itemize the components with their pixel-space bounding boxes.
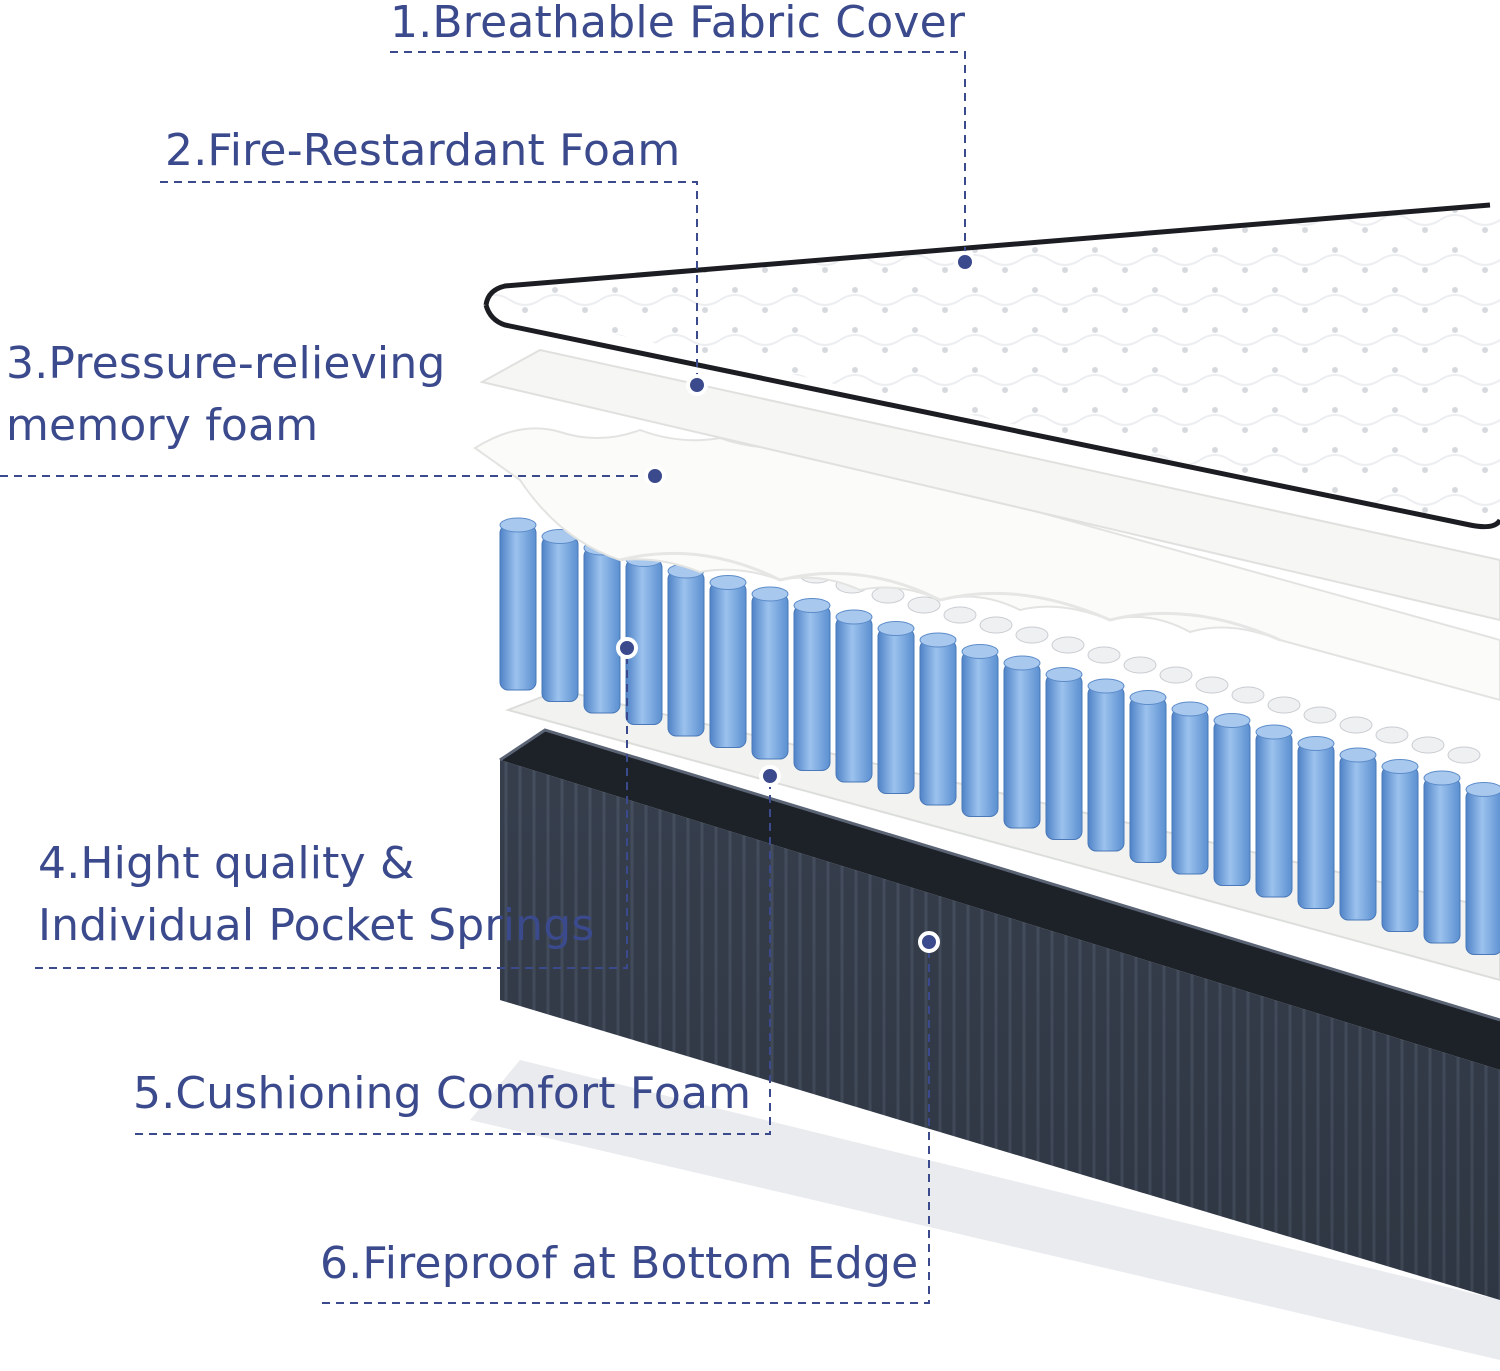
pocket-spring [1045,667,1083,840]
leader-line-4 [35,648,628,969]
pocket-spring [709,575,747,748]
pocket-spring [877,621,915,794]
spring-top [907,596,941,614]
callout-label-1: 1.Breathable Fabric Cover [390,0,965,54]
callout-dot-5 [759,765,781,787]
spring-top [1195,676,1229,694]
fire-retardant-foam-layer [479,348,1500,622]
callout-label-1-line-1: 1.Breathable Fabric Cover [390,0,966,48]
pocket-spring [1129,690,1167,863]
callout-dot-4 [616,637,638,659]
callout-label-4-line-1: 4.Hight quality & [38,838,415,889]
pocket-spring [1087,678,1125,852]
pocket-spring [961,644,999,817]
callout-dot-6 [918,931,940,953]
callout-label-4: 4.Hight quality & Individual Pocket Spri… [38,833,594,957]
leader-line-6 [322,942,930,1304]
spring-top [1087,646,1121,664]
pocket-springs-layer [499,506,1500,955]
pocket-spring [1423,770,1461,944]
leader-lines [0,51,966,1304]
leader-line-5 [135,776,771,1135]
callout-label-4-line-2: Individual Pocket Springs [38,900,595,951]
spring-top [1231,686,1265,704]
spring-top [1123,656,1157,674]
spring-top [979,616,1013,634]
callout-dot-1 [954,251,976,273]
memory-foam-layer [473,427,1500,702]
callout-label-5-line-1: 5.Cushioning Comfort Foam [133,1068,752,1119]
pocket-spring [541,529,579,702]
fabric-cover-layer [483,202,1500,530]
callout-label-6: 6.Fireproof at Bottom Edge [320,1233,918,1295]
leader-line-2 [160,181,698,385]
callout-label-3: 3.Pressure-relieving memory foam [6,333,446,457]
spring-top [1447,746,1481,764]
spring-top [1159,666,1193,684]
spring-top [1303,706,1337,724]
callout-label-3-line-1: 3.Pressure-relieving [6,338,446,389]
pocket-spring [499,517,537,691]
callout-dots [616,251,976,953]
pocket-spring [793,598,831,771]
spring-top [1339,716,1373,734]
pocket-spring [1297,736,1335,909]
spring-top [1375,726,1409,744]
pocket-spring [667,563,705,737]
pocket-spring [1171,701,1209,875]
callout-label-2: 2.Fire-Restardant Foam [165,120,680,182]
pocket-spring [919,632,957,806]
pocket-spring [751,586,789,760]
callout-dot-3 [644,465,666,487]
leader-line-1 [390,51,966,262]
pocket-spring [1465,782,1500,955]
spring-top [943,606,977,624]
pocket-spring [1381,759,1419,932]
callout-label-2-line-1: 2.Fire-Restardant Foam [165,125,681,176]
callout-dot-2 [686,374,708,396]
pocket-spring [1339,747,1377,921]
callout-label-6-line-1: 6.Fireproof at Bottom Edge [320,1238,919,1289]
pocket-spring [835,609,873,783]
pocket-spring [1255,724,1293,898]
base-layer [499,728,1500,1300]
spring-top [1015,626,1049,644]
callout-label-3-line-2: memory foam [6,400,319,451]
spring-top [1051,636,1085,654]
callout-label-5: 5.Cushioning Comfort Foam [133,1063,751,1125]
pocket-spring [1213,713,1251,886]
pocket-spring [583,540,621,714]
pocket-spring [1003,655,1041,829]
spring-top [1267,696,1301,714]
spring-top [1411,736,1445,754]
